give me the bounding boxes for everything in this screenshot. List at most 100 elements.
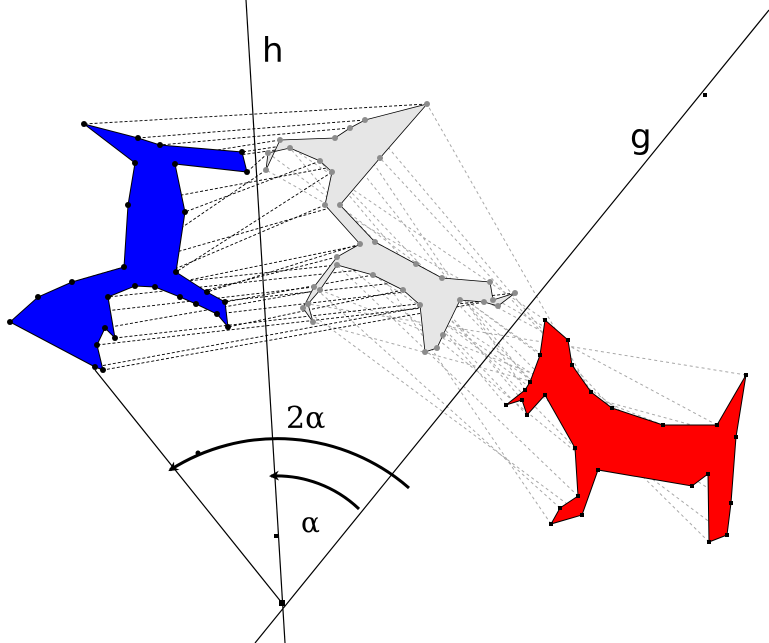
vertex-point bbox=[362, 117, 368, 123]
vertex-point bbox=[214, 311, 220, 317]
projection-line bbox=[137, 119, 366, 139]
vertex-point bbox=[265, 150, 271, 156]
projection-line bbox=[349, 127, 526, 391]
vertex-point bbox=[317, 287, 323, 293]
vertex-point bbox=[495, 303, 501, 309]
vertex-point bbox=[543, 318, 547, 322]
vertex-point bbox=[570, 363, 574, 367]
projection-line bbox=[83, 103, 428, 125]
label-g: g bbox=[630, 117, 652, 157]
vertex-point bbox=[125, 202, 131, 208]
vertex-point bbox=[377, 155, 383, 161]
line-g bbox=[254, 9, 769, 643]
vertex-point bbox=[707, 540, 711, 544]
vertex-point bbox=[263, 167, 269, 173]
vertex-point bbox=[434, 345, 440, 351]
vertex-point bbox=[332, 135, 338, 141]
projection-line bbox=[175, 171, 333, 273]
projection-line bbox=[289, 147, 507, 406]
angle-arc-alpha bbox=[269, 470, 361, 511]
vertex-point bbox=[558, 506, 562, 510]
origin-point bbox=[279, 600, 285, 606]
vertex-point bbox=[135, 135, 141, 141]
vertex-point bbox=[543, 393, 547, 397]
intermediate-figure-gray bbox=[265, 103, 516, 353]
vertex-point bbox=[439, 275, 445, 281]
vertex-point bbox=[157, 142, 163, 148]
vertex-point bbox=[589, 390, 593, 394]
vertex-point bbox=[734, 435, 738, 439]
projection-line bbox=[302, 307, 583, 516]
projection-line bbox=[94, 299, 461, 368]
vertex-point bbox=[422, 349, 428, 355]
projection-line bbox=[102, 301, 485, 371]
projection-line bbox=[184, 160, 321, 213]
vertex-point bbox=[102, 325, 108, 331]
ray-to-final bbox=[94, 369, 283, 604]
vertex-point bbox=[105, 294, 111, 300]
vertex-point bbox=[440, 332, 446, 338]
vertex-point bbox=[35, 294, 41, 300]
vertex-point bbox=[317, 158, 323, 164]
projection-line bbox=[104, 289, 321, 329]
vertex-point bbox=[525, 413, 529, 417]
vertex-point bbox=[287, 145, 293, 151]
projection-line bbox=[336, 264, 579, 497]
vertex-point bbox=[132, 283, 138, 289]
vertex-point bbox=[566, 338, 570, 342]
vertex-point bbox=[706, 472, 710, 476]
vertex-point bbox=[596, 468, 600, 472]
vertex-point bbox=[512, 290, 518, 296]
projection-line bbox=[339, 204, 576, 449]
vertex-point bbox=[81, 121, 87, 127]
projection-line bbox=[319, 289, 664, 426]
vertex-point bbox=[417, 302, 423, 308]
line-h-marker bbox=[274, 534, 278, 538]
final-figure-blue bbox=[9, 123, 248, 371]
vertex-point bbox=[310, 319, 316, 325]
vertex-point bbox=[413, 261, 419, 267]
vertex-point bbox=[744, 373, 748, 377]
vertex-point bbox=[100, 367, 106, 373]
vertex-point bbox=[610, 406, 614, 410]
vertex-point bbox=[661, 423, 665, 427]
projection-line bbox=[402, 289, 732, 504]
vertex-point bbox=[337, 202, 343, 208]
vertex-point bbox=[204, 289, 210, 295]
angle-arc-2alpha bbox=[168, 437, 410, 490]
vertex-point bbox=[121, 264, 127, 270]
vertex-point bbox=[94, 342, 100, 348]
vertex-point bbox=[487, 279, 493, 285]
vertex-point bbox=[152, 284, 158, 290]
projection-line bbox=[307, 303, 747, 376]
vertex-point bbox=[347, 125, 353, 131]
vertex-point bbox=[244, 169, 250, 175]
original-vertices bbox=[504, 318, 748, 544]
projection-line bbox=[312, 321, 737, 438]
vertex-point bbox=[715, 423, 719, 427]
projection-line bbox=[419, 304, 728, 536]
vertex-point bbox=[729, 501, 733, 505]
vertex-point bbox=[372, 239, 378, 245]
vertex-point bbox=[424, 101, 430, 107]
label-2alpha: 2α bbox=[286, 401, 325, 436]
projection-line bbox=[265, 169, 569, 341]
vertex-point bbox=[322, 202, 328, 208]
line-g-marker bbox=[703, 93, 707, 97]
vertex-point bbox=[528, 380, 532, 384]
vertex-point bbox=[457, 297, 463, 303]
vertex-point bbox=[239, 149, 245, 155]
vertex-point bbox=[357, 241, 363, 247]
projection-line bbox=[359, 243, 552, 525]
line-h bbox=[245, 0, 286, 643]
vertex-point bbox=[173, 269, 179, 275]
projection-line bbox=[313, 286, 561, 509]
vertex-point bbox=[400, 287, 406, 293]
vertex-point bbox=[523, 388, 527, 392]
vertex-point bbox=[172, 161, 178, 167]
vertex-point bbox=[370, 272, 376, 278]
vertex-point bbox=[69, 279, 75, 285]
projection-line bbox=[159, 127, 351, 146]
